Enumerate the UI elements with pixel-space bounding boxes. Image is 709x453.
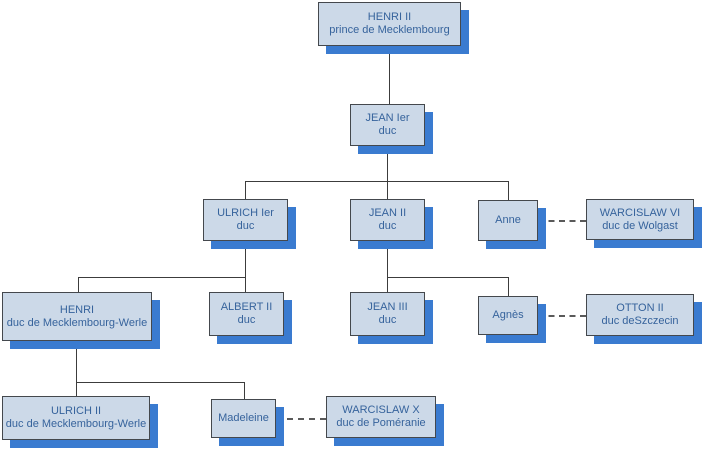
node-subtitle: duc: [236, 220, 255, 232]
marriage-link-madeleine-warcislaw10: [276, 418, 326, 420]
node-title: Agnès: [492, 309, 524, 321]
node-title: HENRI II: [367, 11, 412, 23]
node-title: OTTON II: [616, 302, 664, 314]
connector-jean2-drop: [387, 241, 388, 277]
connector-bus-to-jean3: [387, 277, 388, 292]
node-subtitle: duc de Mecklembourg-Werle: [5, 418, 147, 430]
node-subtitle: duc: [237, 314, 256, 326]
node-title: WARCISLAW X: [342, 404, 420, 416]
connector-henri-drop: [76, 341, 77, 382]
connector-jean1-drop: [387, 146, 388, 181]
node-subtitle: prince de Mecklembourg: [329, 24, 450, 36]
node-subtitle: duc: [378, 125, 397, 137]
node-subtitle: duc: [378, 220, 397, 232]
connector-bus-to-anne: [508, 181, 509, 200]
node-subtitle: duc de Poméranie: [336, 417, 426, 429]
node-title: ULRICH Ier: [217, 207, 274, 219]
connector-ulrich1-bus: [78, 277, 245, 278]
connector-henri-bus: [76, 382, 245, 383]
node-agnes[interactable]: Agnès: [478, 296, 538, 335]
node-title: WARCISLAW VI: [599, 206, 681, 219]
node-subtitle: duc: [378, 314, 397, 326]
node-title: Anne: [495, 214, 521, 226]
connector-gen2-bus: [245, 181, 508, 182]
connector-bus-to-ulrich1: [245, 181, 246, 199]
connector-bus-to-madeleine: [244, 382, 245, 399]
connector-bus-to-albert2: [245, 277, 246, 292]
node-title: JEAN Ier: [365, 112, 410, 124]
connector-bus-to-ulrich2: [76, 382, 77, 396]
node-title: JEAN III: [367, 301, 408, 313]
marriage-link-anne-warcislaw6: [538, 220, 586, 222]
node-title: Madeleine: [218, 412, 269, 424]
node-title: ALBERT II: [220, 301, 273, 313]
node-subtitle: duc de Wolgast: [602, 219, 678, 232]
node-madeleine[interactable]: Madeleine: [211, 399, 276, 438]
node-anne[interactable]: Anne: [478, 200, 538, 241]
connector-bus-to-henri: [78, 277, 79, 292]
marriage-link-agnes-otton2: [538, 315, 586, 317]
node-title: ULRICH II: [50, 405, 102, 417]
connector-bus-to-agnes: [508, 277, 509, 296]
node-subtitle: duc de Mecklembourg-Werle: [6, 316, 148, 329]
connector-ulrich1-drop: [245, 241, 246, 277]
node-subtitle: duc deSzczecin: [601, 315, 679, 327]
node-title: HENRI: [59, 303, 95, 316]
connector-bus-to-jean2: [387, 181, 388, 199]
node-title: JEAN II: [368, 207, 407, 219]
connector-jean2-bus: [387, 277, 508, 278]
connector-henri2-to-jean1: [389, 46, 390, 104]
